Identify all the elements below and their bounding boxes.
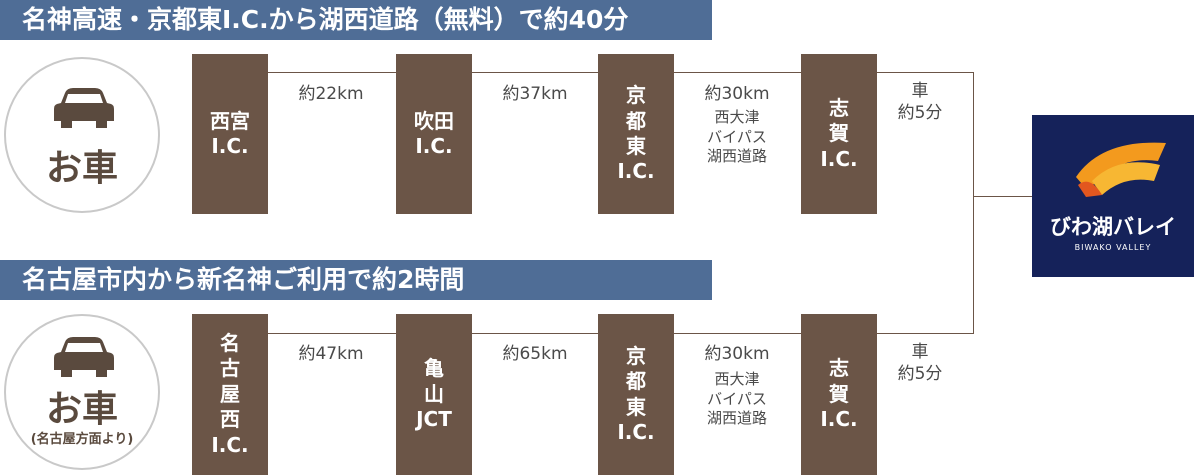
destination-name: びわ湖バレイ [1050,215,1176,239]
route2-stop-shiga: 志 賀 I.C. [801,314,877,475]
route1-stop-shiga: 志 賀 I.C. [801,54,877,214]
route2-via: 西大津 バイパス 湖西道路 [706,370,767,427]
route2-origin-label: お車 [45,389,118,430]
route2-origin-note: (名古屋方面より) [30,432,134,447]
route2-last-leg: 車 約5分 [897,342,943,385]
route1-stop-suita: 吹田 I.C. [396,54,472,214]
destination-name-en: BIWAKO VALLEY [1074,243,1152,252]
route1-stop-kyotohigashi: 京 都 東 I.C. [598,54,674,214]
wave-logo-icon [1076,142,1166,197]
route1-distance-3: 約30km [704,84,770,104]
route2-distance-1: 約47km [298,344,364,364]
route2-origin-circle: お車 (名古屋方面より) [4,314,160,470]
route2-distance-3: 約30km [704,344,770,364]
car-icon [54,337,114,377]
route1-last-leg: 車 約5分 [897,81,943,124]
route1-origin-label: お車 [45,148,118,189]
route2-stop-kameyama: 亀 山 JCT [396,314,472,475]
biwako-valley-logo: びわ湖バレイ BIWAKO VALLEY [1032,115,1194,277]
route1-origin-circle: お車 [4,57,160,213]
route2-banner: 名古屋市内から新名神ご利用で約2時間 [0,260,712,300]
route1-distance-2: 約37km [502,84,568,104]
route2-stop-kyotohigashi: 京 都 東 I.C. [598,314,674,475]
route1-via: 西大津 バイパス 湖西道路 [706,108,767,165]
connector-vertical [973,72,974,334]
route2-distance-2: 約65km [502,344,568,364]
connector-horizontal [973,196,1033,197]
route1-banner: 名神高速・京都東I.C.から湖西道路（無料）で約40分 [0,0,712,40]
route1-stop-nishinomiya: 西宮 I.C. [192,54,268,214]
route2-stop-nagoyanishi: 名 古 屋 西 I.C. [192,314,268,475]
car-icon [54,88,114,128]
route1-distance-1: 約22km [298,84,364,104]
